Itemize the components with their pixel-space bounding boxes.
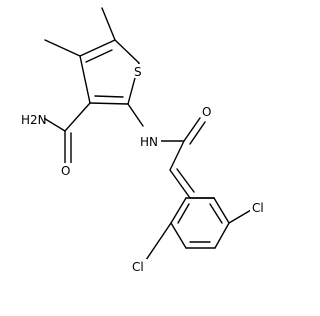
molecule-structure: S H2N O HN O Cl Cl bbox=[21, 7, 264, 274]
chlorine-lower-label: Cl bbox=[132, 260, 144, 274]
bond-amide-c-n bbox=[41, 116, 66, 132]
bond-ar-cl-lower bbox=[145, 222, 172, 261]
amide-oxygen-label: O bbox=[61, 164, 70, 178]
bond-c3-amide-c bbox=[64, 102, 91, 132]
bond-acyl-c-o-double bbox=[189, 121, 206, 145]
bond-ar-1-2 bbox=[213, 197, 230, 224]
bond-methyl-5 bbox=[101, 7, 116, 41]
bond-ar-2-3 bbox=[214, 222, 230, 249]
bond-ar-cl-upper bbox=[228, 209, 252, 224]
bond-c3-c4 bbox=[79, 55, 91, 104]
bond-c2-c3-inner bbox=[94, 95, 124, 98]
bond-ar-inner-a bbox=[209, 203, 223, 224]
bond-alkene-double bbox=[176, 168, 195, 193]
amine-nh-label: HN bbox=[140, 135, 158, 149]
amide-nh2-label: H2N bbox=[21, 113, 47, 127]
bond-c2-nh bbox=[127, 103, 144, 127]
bond-c2-c3 bbox=[89, 102, 129, 105]
bond-ar-5-6 bbox=[170, 197, 187, 224]
bond-alkene bbox=[169, 169, 191, 199]
sulfur-atom-label: S bbox=[134, 65, 142, 79]
acyl-oxygen-label: O bbox=[202, 105, 211, 119]
bond-acyl-c-alkene bbox=[169, 140, 185, 171]
bond-ar-4-5 bbox=[170, 222, 187, 249]
bond-ar-inner-c bbox=[177, 203, 190, 224]
bond-c4-c5-inner bbox=[85, 49, 113, 63]
chlorine-upper-label: Cl bbox=[252, 201, 264, 215]
bond-c5-s1 bbox=[114, 39, 140, 64]
bond-acyl-c-o bbox=[183, 117, 201, 142]
bond-c4-c5 bbox=[79, 39, 116, 57]
bond-methyl-4 bbox=[44, 39, 81, 57]
